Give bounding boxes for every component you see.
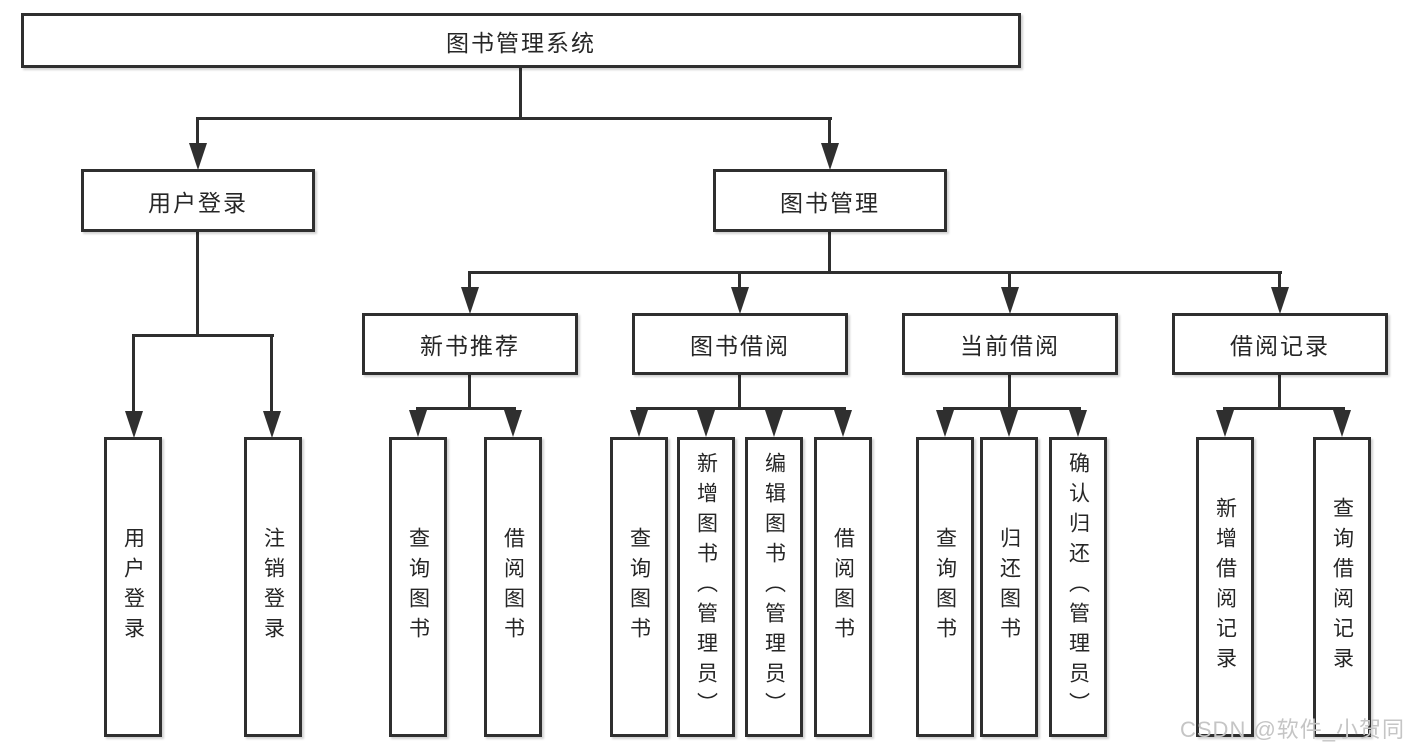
leaf-search-books-3: 查询图书 bbox=[916, 437, 974, 737]
connector-line bbox=[468, 271, 471, 291]
watermark: CSDN @软件_小贺同学 bbox=[1180, 717, 1405, 742]
leaf-confirm-return-admin: 确认归还（管理员） bbox=[1049, 437, 1107, 737]
leaf-borrow-books: 借阅图书 bbox=[484, 437, 542, 737]
node-new-book-recommendation: 新书推荐 bbox=[362, 313, 578, 375]
node-label: 新增图书（管理员） bbox=[694, 452, 718, 722]
connector-line bbox=[1008, 271, 1011, 291]
arrow-down-icon bbox=[125, 411, 143, 438]
arrow-down-icon bbox=[1333, 410, 1351, 437]
connector-line bbox=[738, 373, 741, 410]
node-label: 用户登录 bbox=[121, 527, 145, 647]
arrow-down-icon bbox=[263, 411, 281, 438]
node-label: 查询图书 bbox=[627, 527, 651, 647]
connector-line bbox=[828, 117, 831, 147]
connector-line bbox=[270, 334, 273, 414]
connector-line bbox=[1008, 373, 1011, 410]
arrow-down-icon bbox=[461, 287, 479, 314]
leaf-return-books: 归还图书 bbox=[980, 437, 1038, 737]
arrow-down-icon bbox=[936, 410, 954, 437]
node-label: 当前借阅 bbox=[960, 333, 1060, 359]
connector-line bbox=[132, 334, 274, 337]
connector-line bbox=[196, 230, 199, 336]
node-label: 查询图书 bbox=[406, 527, 430, 647]
arrow-down-icon bbox=[1001, 287, 1019, 314]
arrow-down-icon bbox=[1000, 410, 1018, 437]
node-label: 编辑图书（管理员） bbox=[762, 452, 786, 722]
node-label: 查询借阅记录 bbox=[1330, 497, 1354, 677]
node-current-borrowing: 当前借阅 bbox=[902, 313, 1118, 375]
node-label: 借阅记录 bbox=[1230, 333, 1330, 359]
connector-line bbox=[738, 271, 741, 291]
connector-line bbox=[196, 117, 832, 120]
arrow-down-icon bbox=[697, 410, 715, 437]
arrow-down-icon bbox=[1216, 410, 1234, 437]
node-book-borrowing: 图书借阅 bbox=[632, 313, 848, 375]
leaf-borrow-books-2: 借阅图书 bbox=[814, 437, 872, 737]
connector-line bbox=[132, 334, 135, 414]
arrow-down-icon bbox=[731, 287, 749, 314]
leaf-search-books: 查询图书 bbox=[389, 437, 447, 737]
node-label: 确认归还（管理员） bbox=[1066, 452, 1090, 722]
arrow-down-icon bbox=[821, 143, 839, 170]
connector-line bbox=[1278, 373, 1281, 410]
node-user-login: 用户登录 bbox=[81, 169, 315, 232]
node-library-management-system: 图书管理系统 bbox=[21, 13, 1021, 68]
node-label: 借阅图书 bbox=[501, 527, 525, 647]
connector-line bbox=[828, 230, 831, 274]
arrow-down-icon bbox=[189, 143, 207, 170]
arrow-down-icon bbox=[765, 410, 783, 437]
connector-line bbox=[416, 407, 516, 410]
connector-line bbox=[196, 117, 199, 147]
connector-line bbox=[468, 271, 1282, 274]
connector-line bbox=[636, 407, 846, 410]
connector-line bbox=[1278, 271, 1281, 291]
node-label: 新增借阅记录 bbox=[1213, 497, 1237, 677]
arrow-down-icon bbox=[409, 410, 427, 437]
leaf-logout: 注销登录 bbox=[244, 437, 302, 737]
node-label: 图书借阅 bbox=[690, 333, 790, 359]
arrow-down-icon bbox=[834, 410, 852, 437]
connector-line bbox=[519, 66, 522, 119]
connector-line bbox=[1223, 407, 1345, 410]
arrow-down-icon bbox=[1069, 410, 1087, 437]
node-label: 借阅图书 bbox=[831, 527, 855, 647]
node-label: 归还图书 bbox=[997, 527, 1021, 647]
arrow-down-icon bbox=[1271, 287, 1289, 314]
leaf-search-borrow-record: 查询借阅记录 bbox=[1313, 437, 1371, 737]
leaf-add-borrow-record: 新增借阅记录 bbox=[1196, 437, 1254, 737]
node-label: 查询图书 bbox=[933, 527, 957, 647]
leaf-search-books-2: 查询图书 bbox=[610, 437, 668, 737]
node-borrowing-records: 借阅记录 bbox=[1172, 313, 1388, 375]
leaf-user-login: 用户登录 bbox=[104, 437, 162, 737]
leaf-edit-books-admin: 编辑图书（管理员） bbox=[745, 437, 803, 737]
leaf-add-books-admin: 新增图书（管理员） bbox=[677, 437, 735, 737]
connector-line bbox=[468, 373, 471, 410]
node-label: 图书管理系统 bbox=[446, 29, 596, 56]
node-book-management: 图书管理 bbox=[713, 169, 947, 232]
arrow-down-icon bbox=[630, 410, 648, 437]
arrow-down-icon bbox=[504, 410, 522, 437]
node-label: 新书推荐 bbox=[420, 333, 520, 359]
node-label: 用户登录 bbox=[148, 189, 248, 216]
node-label: 图书管理 bbox=[780, 189, 880, 216]
connector-line bbox=[943, 407, 1081, 410]
node-label: 注销登录 bbox=[261, 527, 285, 647]
